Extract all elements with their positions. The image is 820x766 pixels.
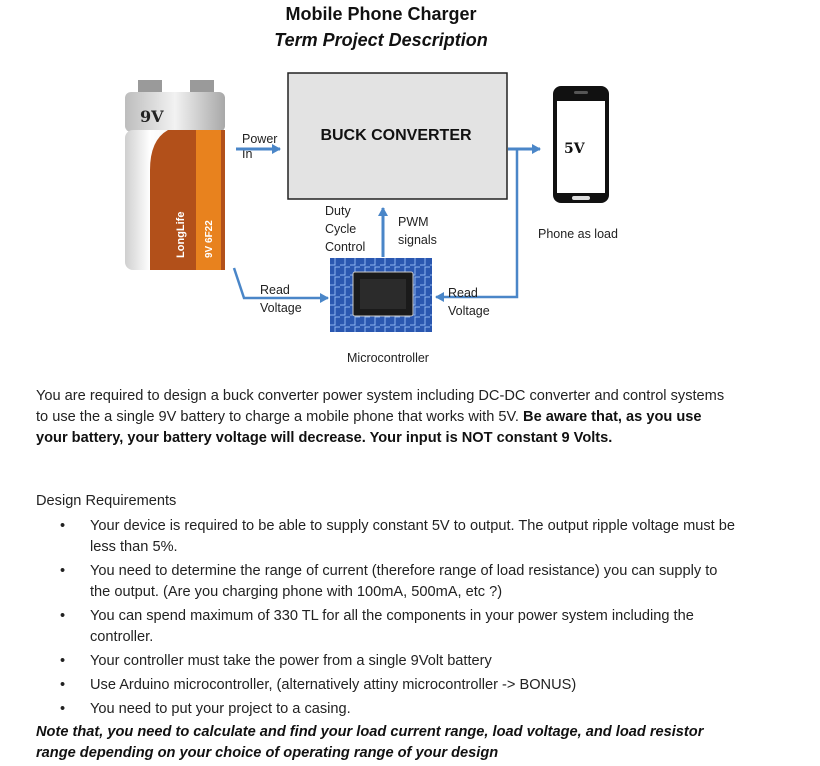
requirements-heading: Design Requirements — [36, 493, 177, 509]
requirement-item: • Your controller must take the power fro… — [36, 651, 736, 672]
requirement-item: • You need to put your project to a casin… — [36, 699, 736, 720]
duty-cycle-label-line3: Control — [325, 240, 365, 254]
read-voltage-left-line2: Voltage — [260, 301, 302, 315]
design-note: Note that, you need to calculate and fin… — [36, 724, 704, 761]
phone-home-button — [572, 196, 590, 200]
requirement-text: Use Arduino microcontroller, (alternativ… — [90, 677, 577, 693]
microcontroller-caption: Microcontroller — [347, 351, 429, 365]
bullet: • — [60, 518, 66, 534]
read-voltage-right-line2: Voltage — [448, 304, 490, 318]
requirement-text: You can spend maximum of 330 TL for all … — [90, 608, 694, 645]
read-voltage-left-line1: Read — [260, 283, 290, 297]
page-title: Mobile Phone Charger — [285, 4, 477, 24]
phone-screen — [557, 101, 605, 193]
bullet: • — [60, 653, 66, 669]
battery-stripe-orange — [196, 130, 221, 270]
intro-paragraph: You are required to design a buck conver… — [36, 386, 736, 449]
microcontroller-chip — [330, 258, 432, 332]
battery-terminal-positive — [138, 80, 162, 94]
phone-load: 5V — [553, 86, 609, 203]
read-voltage-right-line1: Read — [448, 286, 478, 300]
phone-speaker — [574, 91, 588, 94]
requirements-list: • Your device is required to be able to s… — [36, 516, 736, 723]
requirement-text: You need to put your project to a casing… — [90, 701, 351, 717]
page-subtitle: Term Project Description — [274, 30, 488, 50]
requirement-item: • Use Arduino microcontroller, (alternati… — [36, 675, 736, 696]
pwm-label-line1: PWM — [398, 215, 429, 229]
phone-screen-text: 5V — [564, 141, 586, 157]
battery-terminal-negative — [190, 80, 214, 94]
system-diagram: 9V LongLife 9V 6F22 Power In BUCK CONVER… — [125, 72, 618, 365]
battery-9v: 9V LongLife 9V 6F22 — [125, 80, 225, 270]
battery-voltage-label: 9V — [140, 107, 164, 126]
power-in-label-line2: In — [242, 147, 252, 161]
requirement-item: • You need to determine the range of curr… — [36, 561, 736, 603]
chip-die — [360, 279, 406, 309]
requirement-text: Your controller must take the power from… — [90, 653, 492, 669]
requirement-item: • Your device is required to be able to s… — [36, 516, 736, 558]
bullet: • — [60, 563, 66, 579]
read-voltage-left-arrow — [232, 267, 329, 303]
battery-model-label: 9V 6F22 — [204, 220, 215, 258]
requirement-item: • You can spend maximum of 330 TL for all… — [36, 606, 736, 648]
bullet: • — [60, 677, 66, 693]
bullet: • — [60, 608, 66, 624]
intro-warning: Be aware that, as you use your battery, … — [36, 409, 702, 446]
battery-brand-label: LongLife — [175, 212, 187, 258]
requirement-text: Your device is required to be able to su… — [90, 518, 735, 555]
battery-cap — [125, 92, 225, 132]
buck-converter-label: BUCK CONVERTER — [320, 127, 472, 144]
duty-cycle-label-line1: Duty — [325, 204, 351, 218]
read-voltage-right-arrow — [435, 149, 519, 302]
bullet: • — [60, 701, 66, 717]
duty-cycle-label-line2: Cycle — [325, 222, 356, 236]
buck-converter-box — [287, 72, 508, 200]
requirement-text: You need to determine the range of curre… — [90, 563, 718, 600]
pwm-label-line2: signals — [398, 233, 437, 247]
phone-caption: Phone as load — [538, 227, 618, 241]
intro-text: You are required to design a buck conver… — [36, 388, 725, 425]
power-in-label-line1: Power — [242, 132, 277, 146]
